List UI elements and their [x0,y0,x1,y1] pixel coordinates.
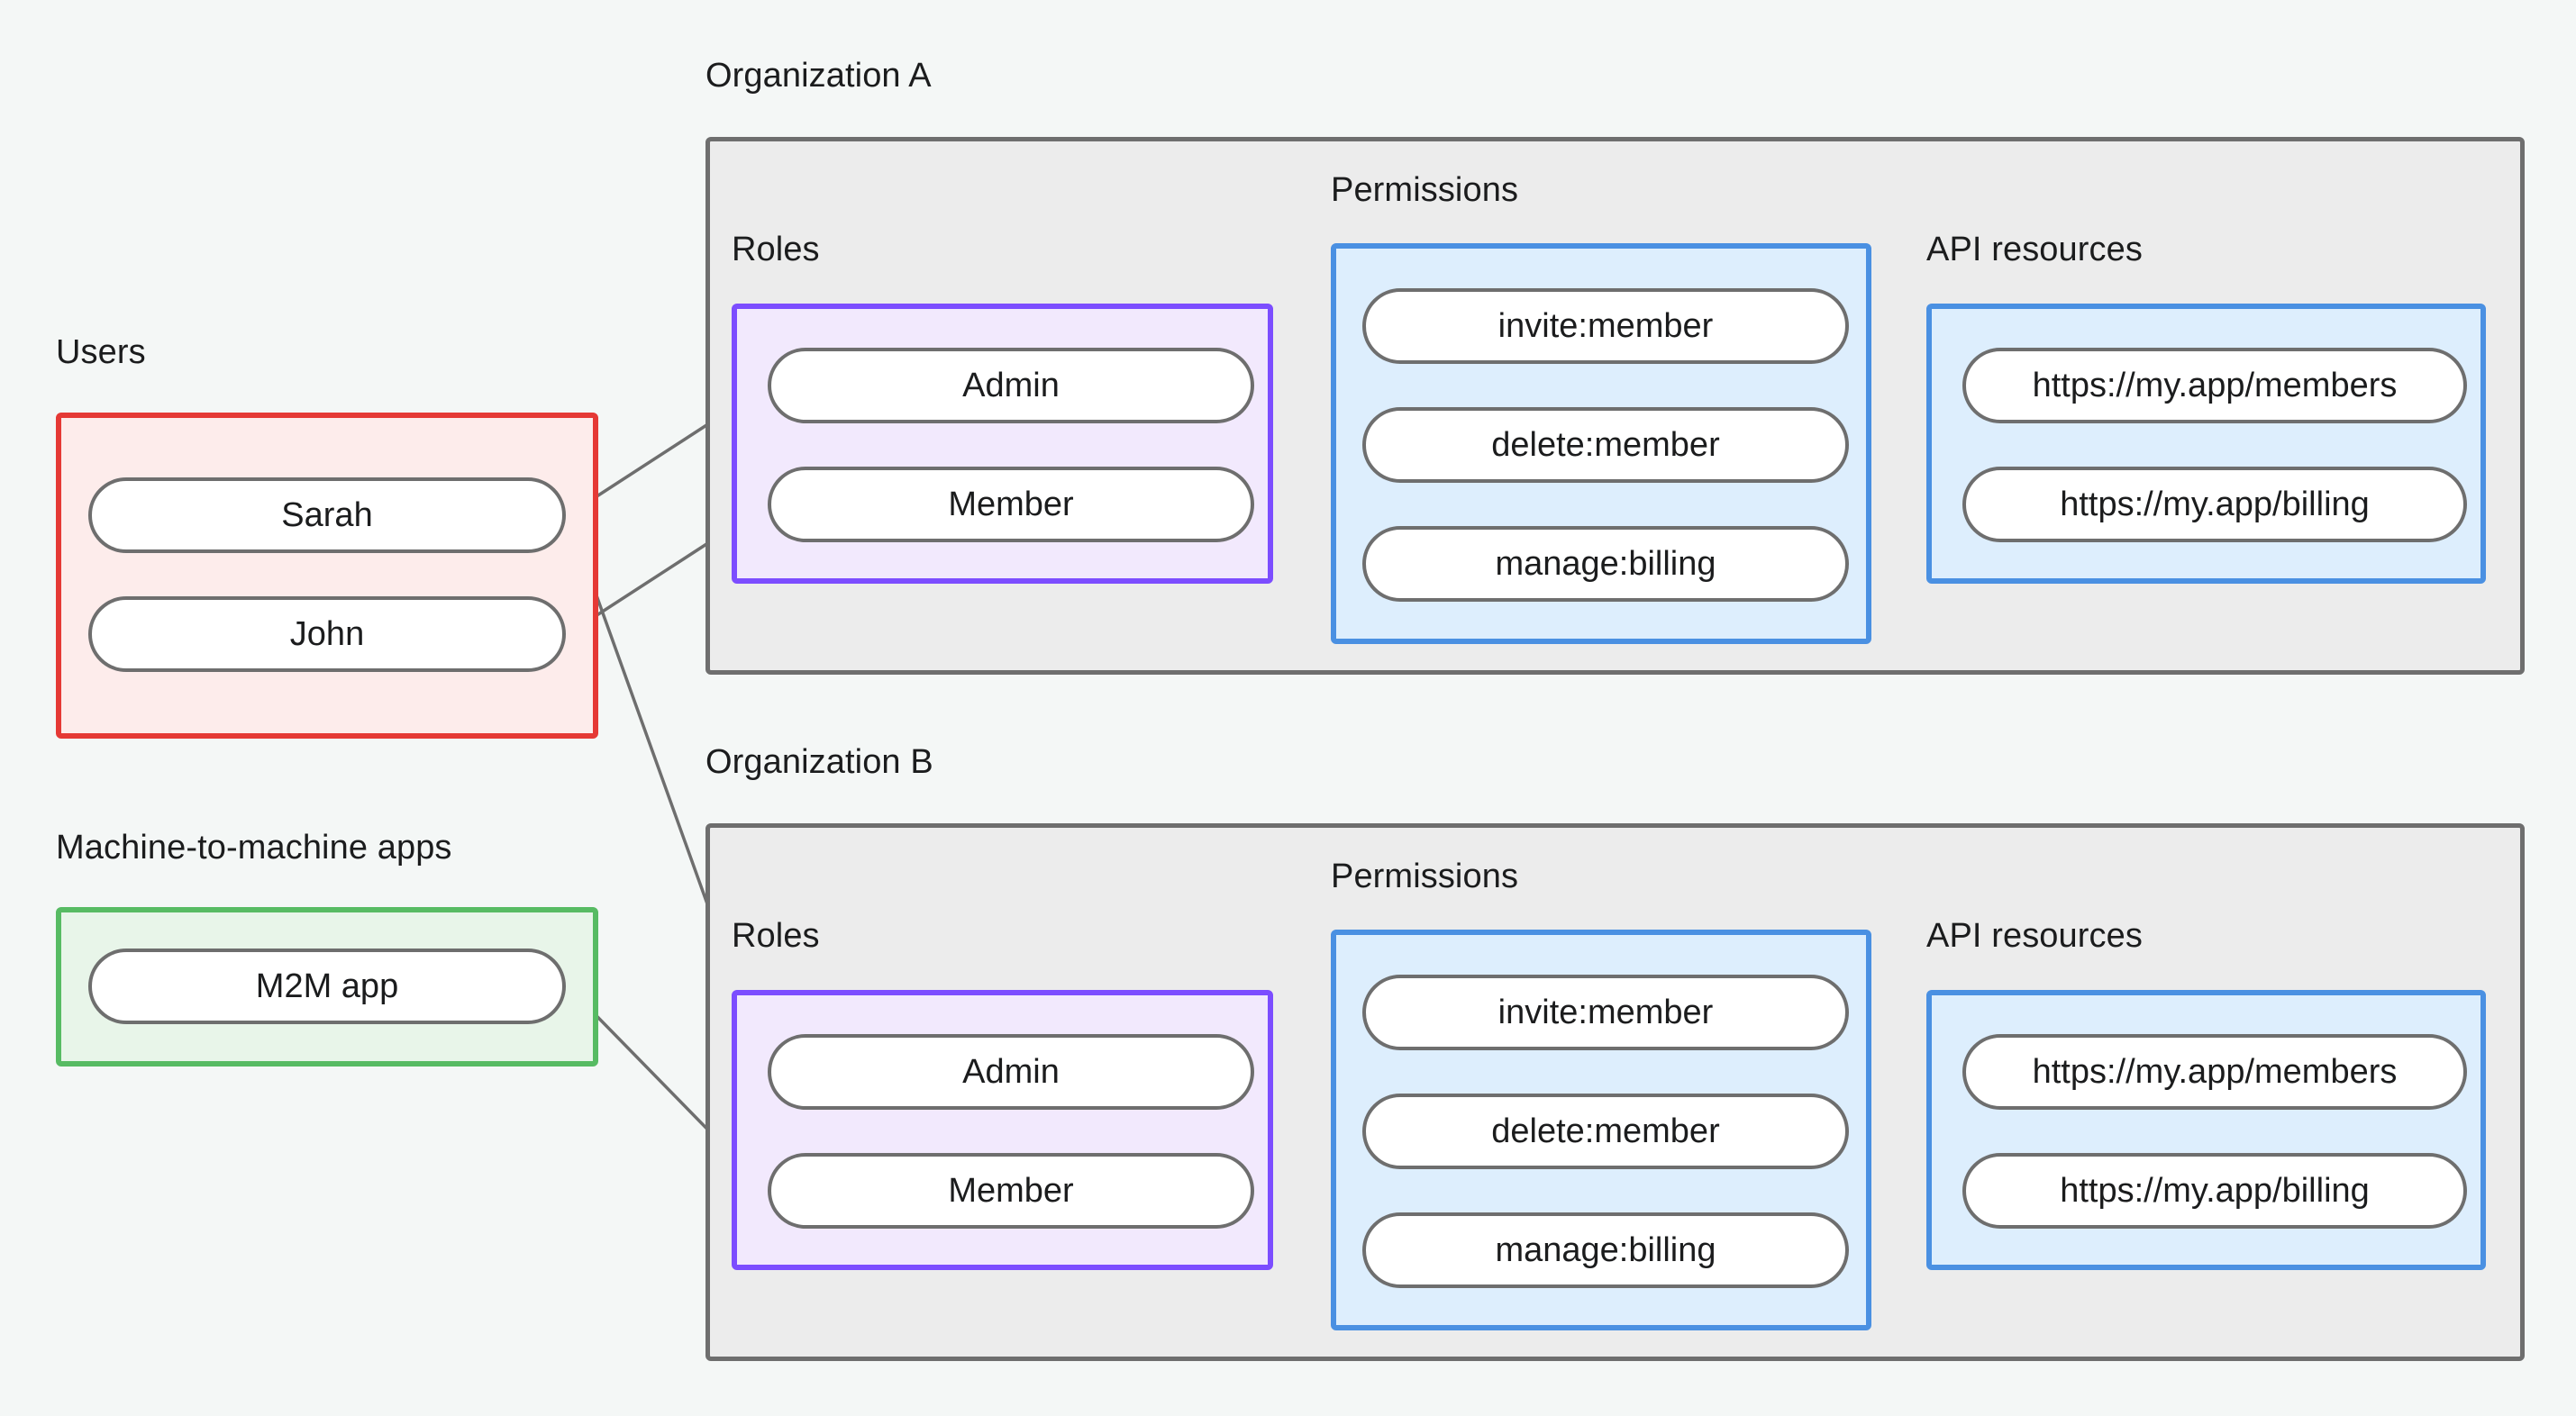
orgA-permission-manage-billing[interactable]: manage:billing [1362,526,1849,602]
api-resource-label: https://my.app/members [2032,366,2398,404]
orgB-role-admin[interactable]: Admin [768,1034,1254,1110]
orgA-role-admin[interactable]: Admin [768,348,1254,423]
orgB-permission-invite-member[interactable]: invite:member [1362,975,1849,1050]
orgB-api-resource-members[interactable]: https://my.app/members [1962,1034,2467,1110]
m2m-node-label: M2M app [255,967,399,1005]
m2m-node-app[interactable]: M2M app [88,949,566,1024]
api-resource-label: https://my.app/billing [2060,485,2370,523]
orgA-role-member[interactable]: Member [768,467,1254,542]
orgB-permission-manage-billing[interactable]: manage:billing [1362,1212,1849,1288]
permission-label: manage:billing [1495,1230,1716,1269]
role-label: Admin [962,366,1060,404]
user-node-sarah[interactable]: Sarah [88,477,566,553]
permission-label: invite:member [1497,993,1714,1031]
orgB-api-resource-billing[interactable]: https://my.app/billing [1962,1153,2467,1229]
orgB-permissions-label: Permissions [1331,858,1519,895]
users-group [56,413,598,739]
orgA-api-resource-members[interactable]: https://my.app/members [1962,348,2467,423]
user-node-label: John [289,614,365,653]
orgA-roles-label: Roles [732,231,820,268]
users-label: Users [56,333,146,371]
api-resource-label: https://my.app/members [2032,1052,2398,1091]
permission-label: delete:member [1491,1112,1720,1150]
orgA-permission-invite-member[interactable]: invite:member [1362,288,1849,364]
orgA-permission-delete-member[interactable]: delete:member [1362,407,1849,483]
orgA-permissions-label: Permissions [1331,171,1519,209]
orgB-permission-delete-member[interactable]: delete:member [1362,1094,1849,1169]
orgB-api-resources-label: API resources [1926,917,2143,955]
user-node-john[interactable]: John [88,596,566,672]
orgB-roles-label: Roles [732,917,820,955]
m2m-label: Machine-to-machine apps [56,829,452,867]
orgB-role-member[interactable]: Member [768,1153,1254,1229]
organization-a-label: Organization A [705,57,932,95]
permission-label: manage:billing [1495,544,1716,583]
orgA-api-resource-billing[interactable]: https://my.app/billing [1962,467,2467,542]
api-resource-label: https://my.app/billing [2060,1171,2370,1210]
role-label: Member [948,1171,1074,1210]
user-node-label: Sarah [281,495,373,534]
role-label: Member [948,485,1074,523]
organization-b-label: Organization B [705,743,933,781]
role-label: Admin [962,1052,1060,1091]
permission-label: invite:member [1497,306,1714,345]
orgA-api-resources-label: API resources [1926,231,2143,268]
permission-label: delete:member [1491,425,1720,464]
